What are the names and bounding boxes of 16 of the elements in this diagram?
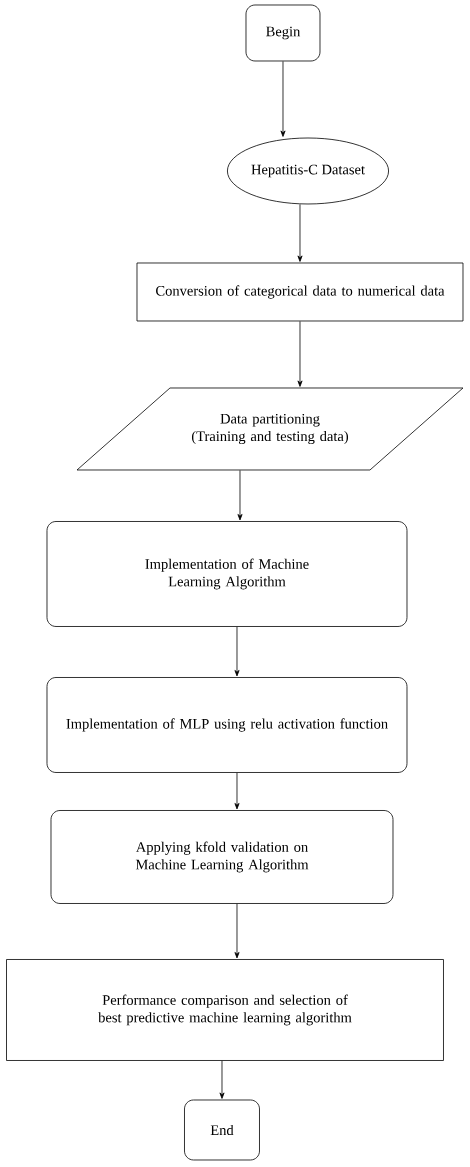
process-box: Performance comparison and selection of best predictive machine learning algorithm	[6, 959, 444, 1061]
process-box: Implementation of Machine Learning Algorithm	[46, 521, 408, 627]
arrow	[234, 772, 240, 810]
arrow	[234, 626, 240, 677]
end-terminal: End	[184, 1099, 260, 1161]
process-box: Applying kfold validation on Machine Learning Algorithm	[50, 810, 394, 904]
arrow	[297, 204, 303, 262]
input-output-parallelogram: Data partitioning (Training and testing data)	[76, 387, 464, 471]
process-box: Conversion of categorical data to numerical data	[136, 262, 464, 322]
arrow	[219, 1060, 225, 1099]
arrow	[297, 321, 303, 387]
arrow	[234, 903, 240, 959]
start-terminal: Begin	[245, 4, 321, 62]
arrow	[280, 61, 286, 137]
arrow	[237, 470, 243, 521]
process-box: Implementation of MLP using relu activation function	[46, 677, 408, 773]
